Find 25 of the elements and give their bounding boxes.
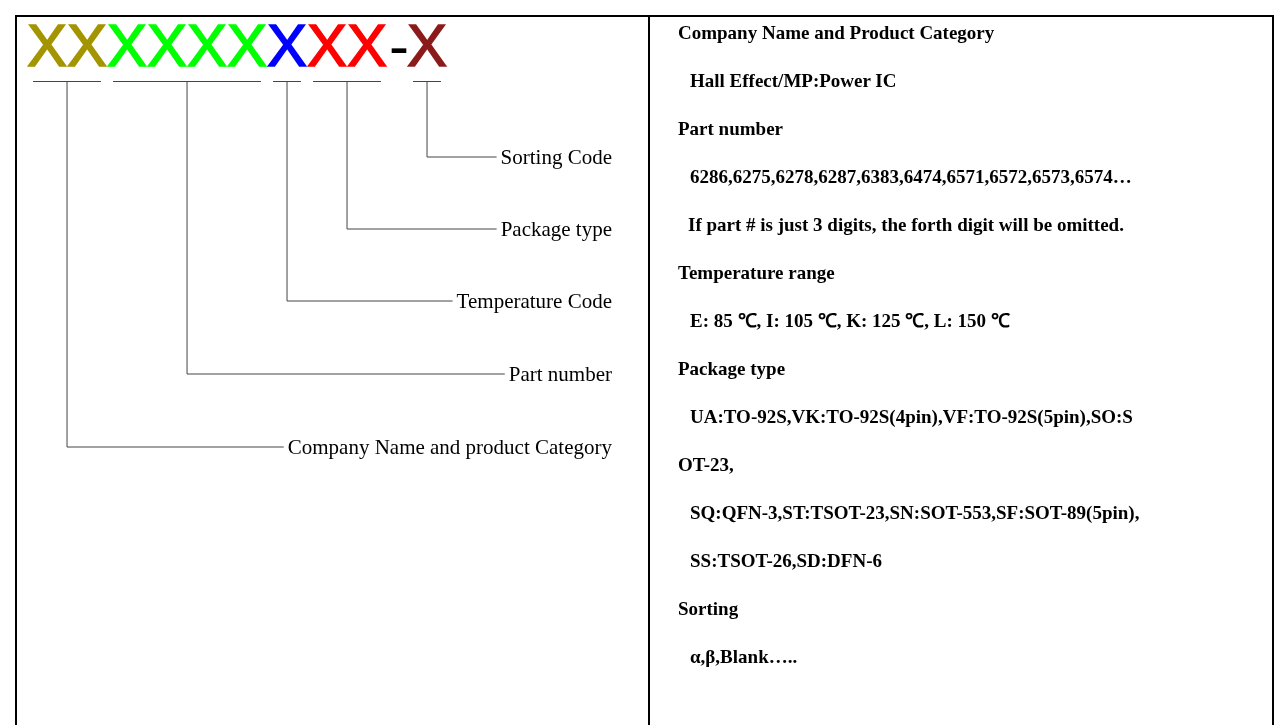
- hyphen: -: [389, 20, 409, 81]
- leader-line: [426, 81, 498, 158]
- field-label: Part number: [508, 362, 612, 386]
- section-heading: Package type: [678, 358, 786, 380]
- leader-line: [286, 81, 454, 302]
- leader-line: [346, 81, 498, 230]
- description-text: OT-23,: [678, 454, 734, 476]
- description-text: 6286,6275,6278,6287,6383,6474,6571,6572,6573,6574…: [690, 166, 1132, 188]
- description-text: If part # is just 3 digits, the forth digit will be omitted.: [688, 214, 1124, 236]
- description-text: SQ:QFN-3,ST:TSOT-23,SN:SOT-553,SF:SOT-89(5pin),: [690, 502, 1140, 524]
- leader-line: [66, 81, 285, 448]
- section-heading: Temperature range: [678, 262, 835, 284]
- section-heading: Sorting: [678, 598, 739, 620]
- section-heading: Part number: [678, 118, 783, 140]
- description-text: E: 85 ℃, I: 105 ℃, K: 125 ℃, L: 150 ℃: [690, 310, 1010, 332]
- description-text: UA:TO-92S,VK:TO-92S(4pin),VF:TO-92S(5pin),SO:S: [690, 406, 1133, 428]
- field-label: Sorting Code: [500, 145, 612, 169]
- description-text: SS:TSOT-26,SD:DFN-6: [690, 550, 882, 572]
- description-text: Hall Effect/MP:Power IC: [690, 70, 897, 92]
- leader-line: [186, 81, 506, 375]
- description-text: α,β,Blank…..: [690, 646, 798, 668]
- field-label: Package type: [500, 217, 612, 241]
- field-label: Temperature Code: [456, 289, 612, 313]
- section-heading: Company Name and Product Category: [678, 22, 995, 44]
- field-label: Company Name and product Category: [287, 435, 612, 459]
